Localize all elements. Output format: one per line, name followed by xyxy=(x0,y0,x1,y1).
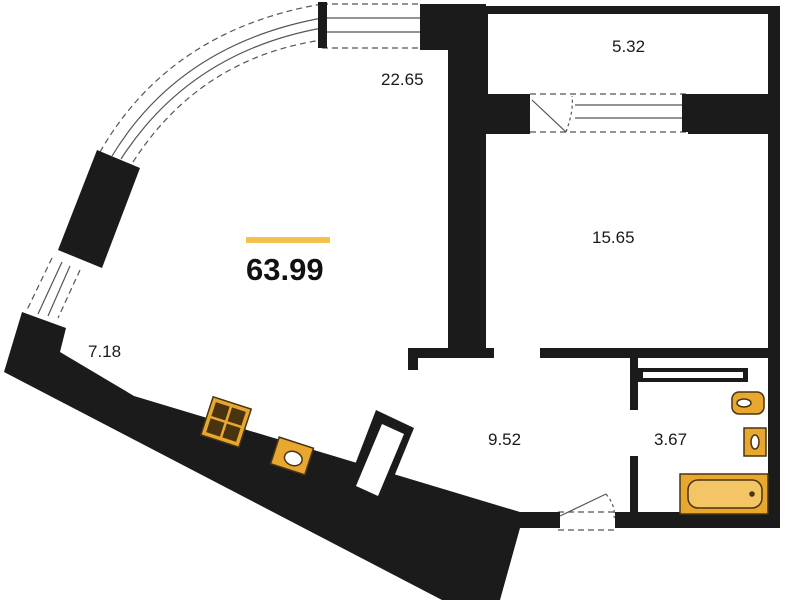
wall-right-outer xyxy=(768,94,780,518)
wall-top-small-post-1 xyxy=(318,2,327,48)
wall-balcony-top xyxy=(486,6,780,14)
wall-balcony-left xyxy=(476,6,488,96)
wall-bedroom-top-right xyxy=(688,94,780,134)
wall-bottom-right xyxy=(615,512,780,528)
balcony-door-arc xyxy=(565,95,573,133)
room-area-bathroom: 3.67 xyxy=(654,430,688,449)
wall-bedroom-bottom-right xyxy=(540,348,768,358)
total-area: 63.99 xyxy=(246,252,324,287)
left-window-line-inner xyxy=(57,269,81,319)
wall-door-stub xyxy=(408,348,418,370)
curved-window-inner xyxy=(132,39,323,163)
fixtures xyxy=(199,391,769,515)
window-glazing xyxy=(37,17,688,317)
walls xyxy=(4,2,780,600)
wall-bath-left-upper xyxy=(630,358,638,410)
doors xyxy=(531,95,615,519)
window-outlines xyxy=(25,3,688,531)
wall-curved-pillar xyxy=(58,150,140,268)
room-area-hallway: 9.52 xyxy=(488,430,522,449)
total-area-accent-bar xyxy=(246,237,330,243)
bathroom-shelf xyxy=(638,368,748,382)
wall-bath-left-lower xyxy=(630,456,638,518)
left-window-line-outer xyxy=(25,257,53,313)
toilet-icon xyxy=(731,391,765,415)
balcony-door-swing xyxy=(531,99,567,133)
bathtub-icon xyxy=(679,473,769,515)
entry-door-arc xyxy=(605,493,615,519)
room-area-balcony: 5.32 xyxy=(612,37,646,56)
wall-bedroom-bottom-left xyxy=(412,348,494,358)
curved-window-outer xyxy=(99,3,323,153)
room-area-bedroom: 15.65 xyxy=(592,228,635,247)
wall-balcony-right xyxy=(768,6,780,96)
room-area-kitchen-zone: 7.18 xyxy=(88,342,122,361)
room-area-living-kitchen: 22.65 xyxy=(381,70,424,89)
wardrobe xyxy=(346,410,414,506)
wall-top-small-post-2 xyxy=(682,94,690,132)
washbasin-icon xyxy=(743,427,767,457)
kitchen-sink-icon xyxy=(269,436,315,476)
stove-icon xyxy=(199,395,253,449)
wall-bedroom-top-left xyxy=(448,94,530,134)
entry-door-leaf xyxy=(559,493,607,517)
